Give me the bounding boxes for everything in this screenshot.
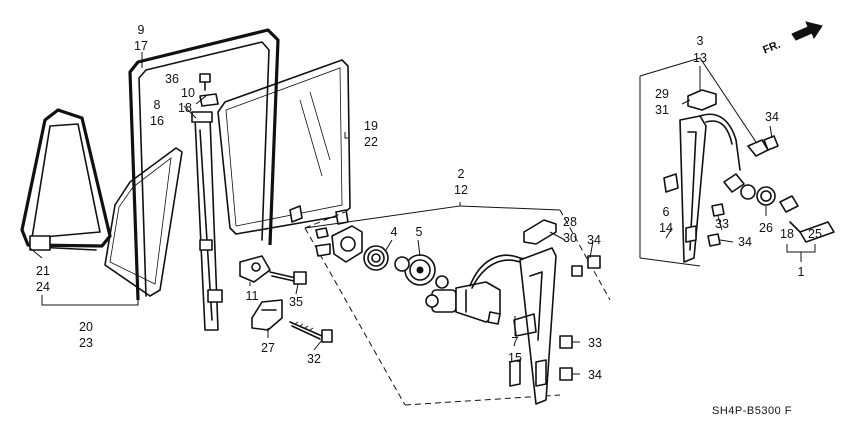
label-26: 26	[759, 221, 773, 235]
label-27: 27	[261, 341, 275, 355]
label-13: 13	[693, 51, 707, 65]
label-20: 20	[79, 320, 93, 334]
quarter-glass-seal	[20, 108, 112, 251]
clip-10	[199, 93, 219, 107]
label-7: 7	[512, 335, 519, 349]
label-31: 31	[655, 103, 669, 117]
label-8: 8	[154, 98, 161, 112]
label-29: 29	[655, 87, 669, 101]
label-1: 1	[798, 265, 805, 279]
label-23: 23	[79, 336, 93, 350]
bolt-35	[269, 271, 307, 285]
label-28: 28	[563, 215, 577, 229]
leader-lines	[29, 52, 816, 375]
diagram-code: SH4P-B5300 F	[712, 405, 792, 417]
label-11: 11	[246, 289, 259, 303]
window-regulator-front	[639, 57, 835, 267]
label-16: 16	[150, 114, 164, 128]
front-direction-marker: FR.	[761, 21, 823, 57]
label-34-top-right: 34	[765, 110, 779, 124]
label-22: 22	[364, 135, 378, 149]
label-36: 36	[165, 72, 179, 86]
label-24: 24	[36, 280, 50, 294]
label-15: 15	[508, 351, 522, 365]
clip-36	[199, 73, 211, 91]
label-33-right: 33	[715, 217, 729, 231]
label-2: 2	[458, 167, 465, 181]
holder-27	[251, 299, 283, 331]
label-9: 9	[138, 23, 145, 37]
label-3: 3	[697, 34, 704, 48]
label-12: 12	[454, 183, 468, 197]
window-regulator-rear	[304, 209, 611, 406]
door-glass	[217, 59, 351, 235]
label-5: 5	[416, 225, 423, 239]
label-34-mid: 34	[587, 233, 601, 247]
label-34-right: 34	[738, 235, 752, 249]
label-14: 14	[659, 221, 673, 235]
label-18-left: 18	[178, 101, 192, 115]
label-19: 19	[364, 119, 378, 133]
glass-holder-11	[239, 255, 271, 283]
callout-labels: 9 17 36 10 8 18 16 19 22 2 12 4 5 28 30 …	[36, 23, 822, 382]
glass-run-channel	[128, 28, 280, 301]
label-4: 4	[391, 225, 398, 239]
label-30: 30	[563, 231, 577, 245]
label-25: 25	[808, 227, 822, 241]
bolt-32	[289, 321, 333, 343]
label-33-mid: 33	[588, 336, 602, 350]
label-32: 32	[307, 352, 321, 366]
label-17: 17	[134, 39, 148, 53]
center-sash	[191, 111, 223, 331]
label-21: 21	[36, 264, 50, 278]
label-10: 10	[181, 86, 195, 100]
label-18-right: 18	[780, 227, 794, 241]
label-6: 6	[663, 205, 670, 219]
label-34-bottom: 34	[588, 368, 602, 382]
label-35: 35	[289, 295, 303, 309]
front-marker-label: FR.	[761, 39, 782, 57]
